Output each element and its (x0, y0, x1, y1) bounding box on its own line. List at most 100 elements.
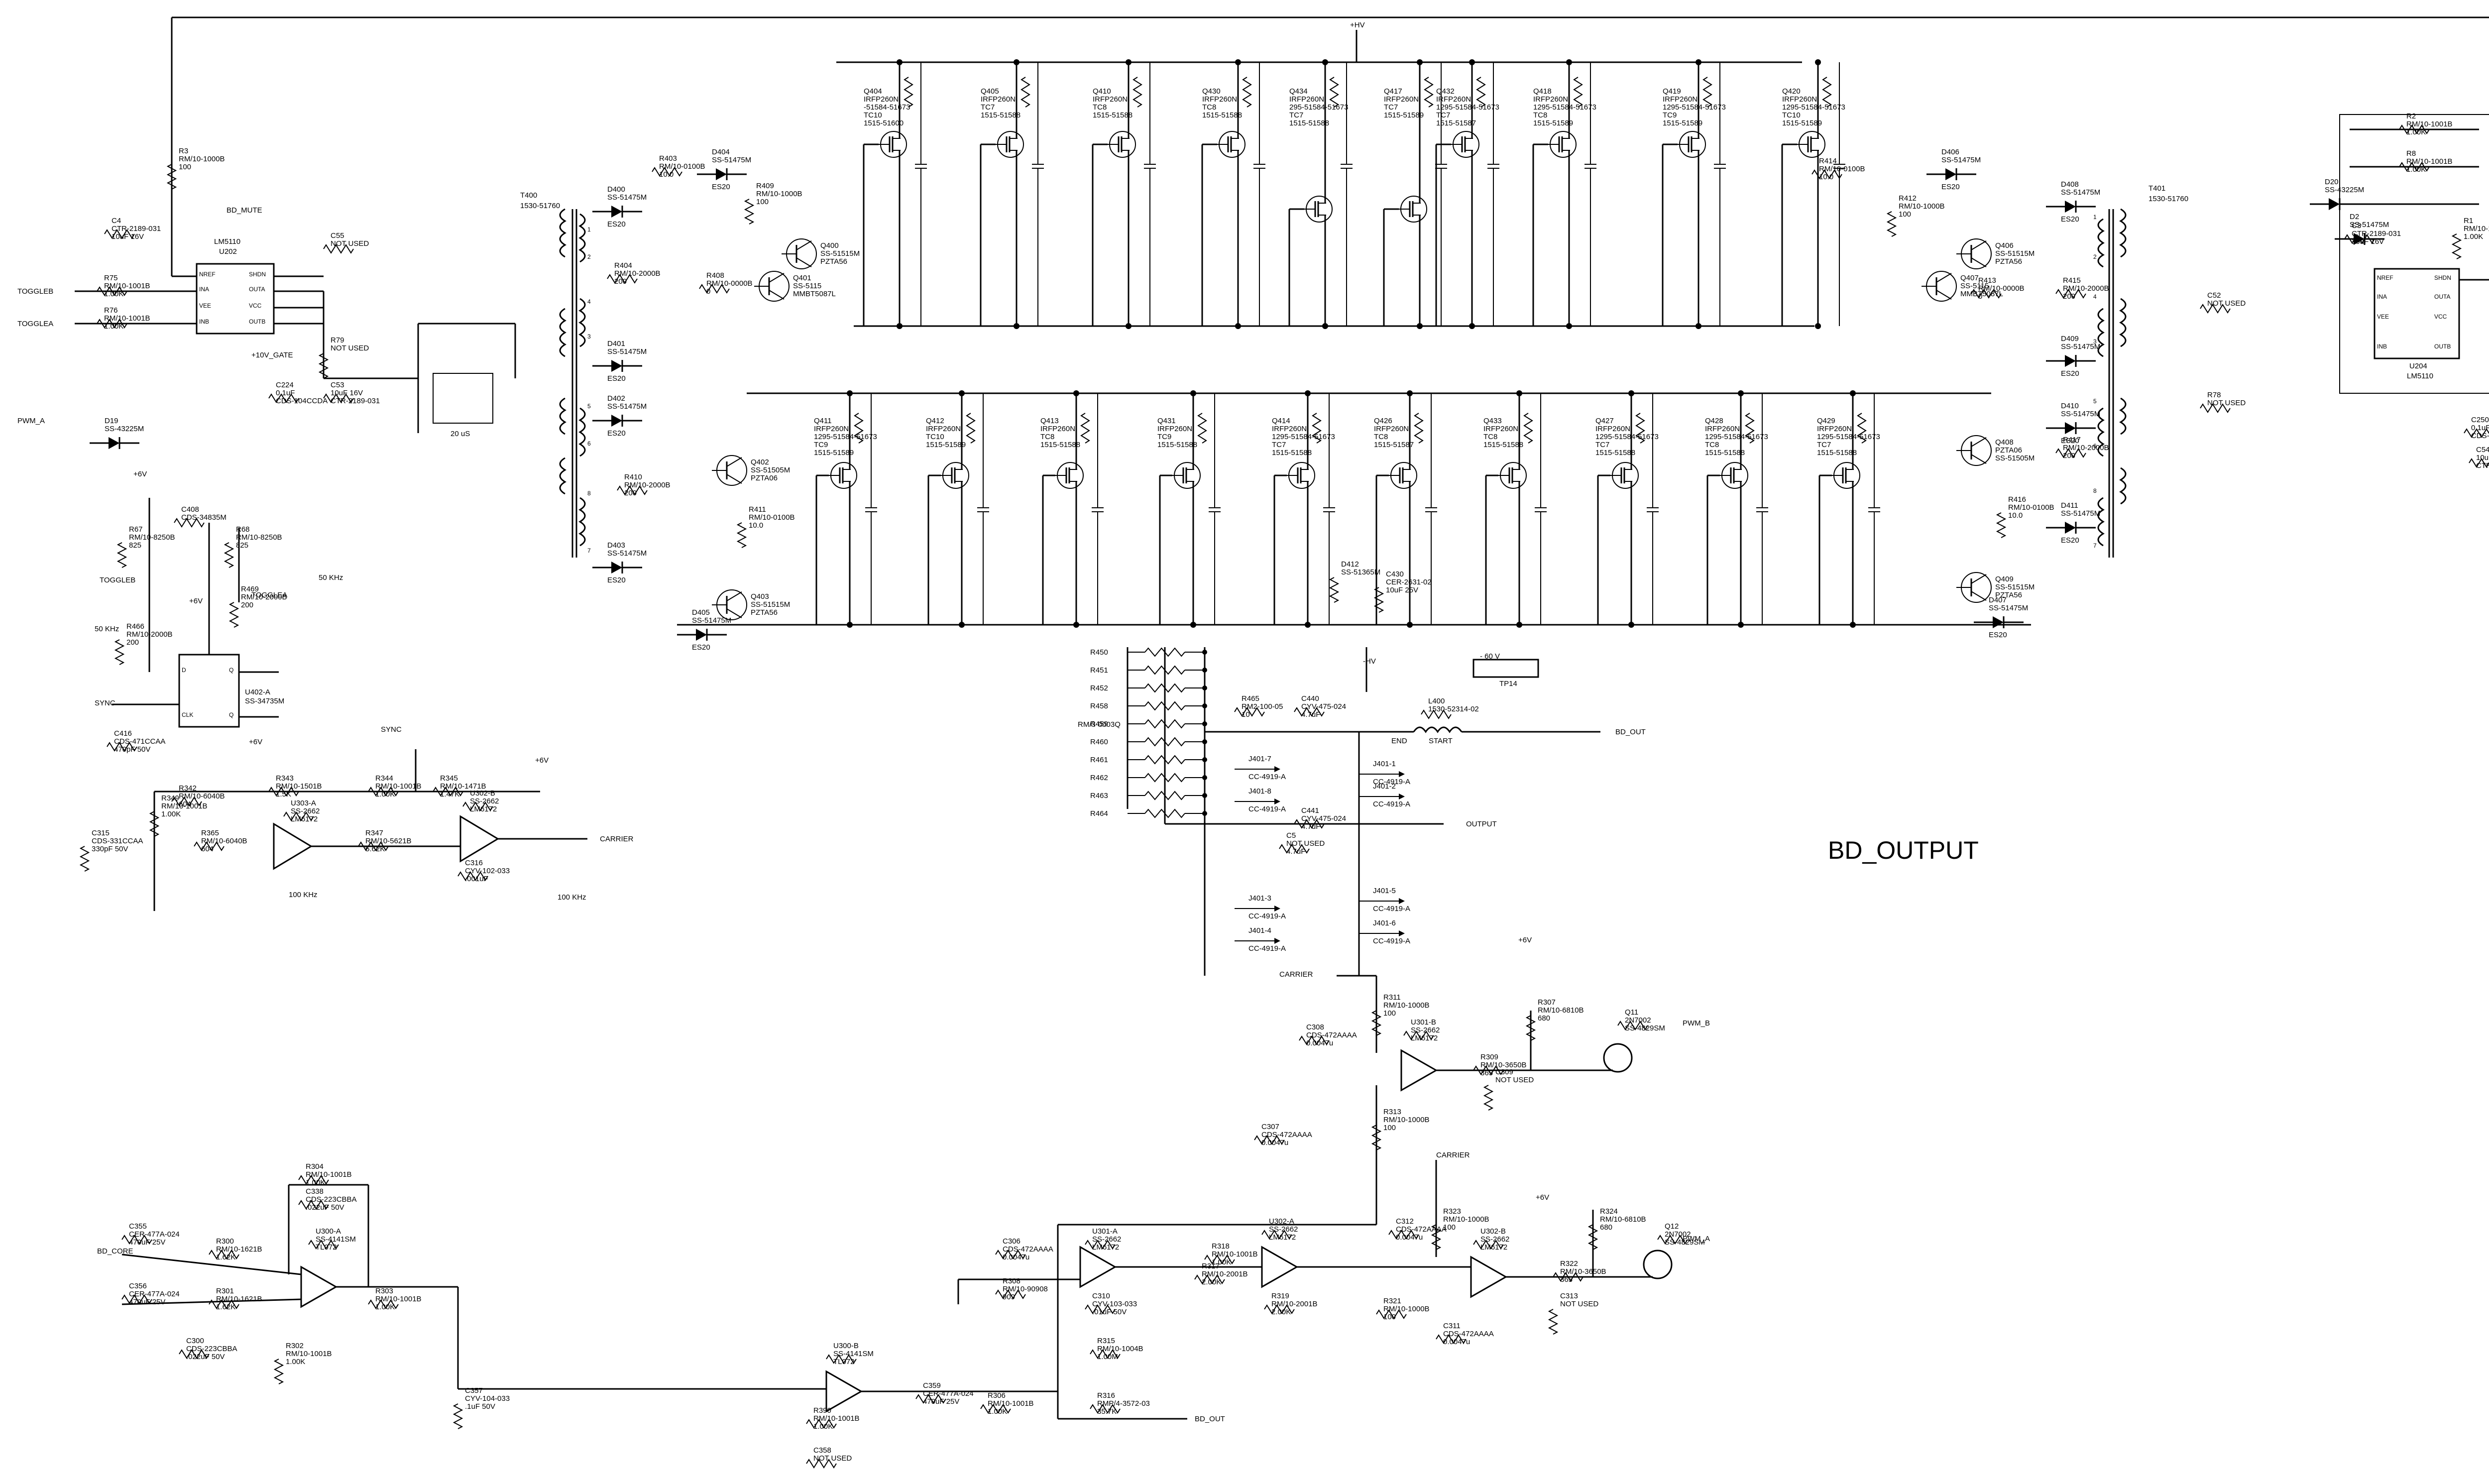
driver-q400 (782, 238, 817, 269)
rightparts-ref-3: R1 (2464, 217, 2473, 225)
rightparts-v2-2: 10uF 16V (2352, 237, 2384, 246)
audioparts-val-20: RM/10-1004B (1097, 1345, 1143, 1353)
audioparts-r315 (1090, 1349, 1121, 1359)
fet-top-p2-3: 1515-51588 (1202, 111, 1242, 119)
res-bank-ref-6: R461 (1090, 756, 1108, 764)
svg-text:5: 5 (2093, 398, 2097, 405)
mosfet-bottom-2 (1055, 462, 1084, 489)
bd-core-net: BD_CORE (97, 1247, 133, 1256)
fet-top-p1-4: 295-51584-51673 (1289, 103, 1348, 112)
cmpparts-r311 (1371, 1010, 1382, 1036)
fet-bot-p1-5: TC8 (1374, 433, 1388, 441)
fet-bot-p2-9: TC7 (1817, 441, 1831, 449)
diode-p1-13: SS-43225M (2325, 186, 2364, 194)
diode-ref-12: D19 (105, 417, 118, 425)
conn-ref-7: J401-6 (1373, 919, 1396, 927)
triparts-u302-b (462, 801, 493, 811)
oscparts-r67 (116, 542, 127, 568)
triparts-val-10: SS-2662 (470, 797, 499, 805)
gateparts-ref-8: R413 (1978, 276, 1996, 285)
gateparts-r412 (1886, 211, 1897, 237)
audioparts-u302-a (1261, 1230, 1292, 1240)
cmpparts-q12 (1657, 1235, 1688, 1245)
triparts-v2-0: 1.5K (276, 790, 291, 799)
pulse-width-label: 20 uS (451, 430, 470, 438)
svg-text:1: 1 (2093, 214, 2097, 221)
audioparts-c356 (121, 1294, 152, 1304)
diode-d402 (592, 415, 642, 427)
audioparts-r306 (980, 1404, 1011, 1414)
svg-text:NREF: NREF (199, 271, 216, 278)
fet-top-p1-0: -51584-51673 (864, 103, 910, 112)
diode-ref-8: D409 (2061, 335, 2079, 343)
gateparts-val-5: RM/10-0100B (749, 513, 795, 522)
oscparts-ref-2: R68 (236, 525, 250, 534)
gateparts-val-10: RM/10-2000B (2063, 444, 2109, 452)
mosfet-top-3 (1217, 131, 1245, 158)
fet-bot-ref-5: Q426 (1374, 417, 1392, 425)
cmpparts-ref-3: R307 (1538, 998, 1556, 1007)
cmpparts-v2-17: 100 (1383, 1313, 1396, 1321)
triparts-val-1: RM/10-1001B (375, 782, 422, 791)
conn-val-3: CC-4919-A (1373, 800, 1410, 808)
audioparts-r316 (1090, 1404, 1121, 1414)
cmpparts-val-1: CDS-472AAAA (1306, 1031, 1357, 1039)
fet-top-type-2: IRFP260N (1093, 95, 1128, 104)
audioparts-ref-24: U302-A (1269, 1217, 1294, 1226)
cmpparts-ref-4: R309 (1480, 1053, 1498, 1061)
rightparts-c52 (2200, 304, 2231, 314)
svg-text:VCC: VCC (2434, 313, 2447, 320)
conn-val-7: CC-4919-A (1373, 937, 1410, 945)
gateparts-val-3: RM/10-0000B (706, 279, 753, 288)
outparts-c441 (1294, 819, 1325, 829)
svg-text:INB: INB (2377, 343, 2387, 350)
fet-bot-p3-4: 1515-51588 (1272, 449, 1312, 457)
driver-p2-1: MMBT5087L (793, 290, 836, 298)
driver-q407 (1922, 271, 1957, 302)
driver-p1-6: PZTA06 (1995, 446, 2022, 455)
rightparts-v2-0: 1.00K (2406, 128, 2426, 136)
output-net: OUTPUT (1466, 820, 1497, 828)
audioparts-val-16: CDS-472AAAA (1003, 1245, 1053, 1254)
driver-p2-0: PZTA56 (820, 257, 847, 266)
fet-top-p1-3: TC8 (1202, 103, 1216, 112)
diode-d408 (2046, 201, 2096, 213)
svg-text:Q: Q (229, 711, 233, 718)
gateparts-v2-11: 10.0 (2008, 511, 2023, 520)
fet-bot-p1-6: TC8 (1483, 433, 1497, 441)
rightparts-val-6: 0.1uF (2471, 424, 2489, 432)
gateparts-ref-6: R414 (1819, 157, 1837, 165)
gateparts-v2-3: 0 (706, 287, 710, 296)
res-bank-ref-9: R464 (1090, 809, 1108, 818)
audioparts-ref-13: C358 (813, 1446, 831, 1455)
cmpparts-r324 (1587, 1224, 1598, 1250)
cmpparts-ref-9: R323 (1443, 1207, 1461, 1216)
audioparts-ref-2: U300-A (316, 1227, 341, 1236)
audioparts-r319 (1264, 1304, 1295, 1314)
diode-ref-14: D2 (2350, 213, 2359, 221)
leftparts-v2-0: 100 (179, 163, 191, 171)
triparts-r342 (171, 797, 202, 806)
diode-ref-3: D402 (607, 394, 625, 403)
t401-ref: T401 (2149, 184, 2165, 193)
leftparts-ref-4: C55 (331, 231, 344, 240)
cmpparts-ref-16: C311 (1443, 1322, 1461, 1330)
cmpparts-ref-6: Q11 (1625, 1008, 1638, 1017)
cmpparts-val-5: NOT USED (1495, 1076, 1534, 1084)
cmpparts-c308 (1299, 1035, 1330, 1045)
conn-ref-0: J401-7 (1248, 755, 1271, 763)
svg-text:OUTB: OUTB (2434, 343, 2451, 350)
audioparts-val-23: RM/10-1001B (1212, 1250, 1258, 1258)
mosfet-top-6 (1451, 131, 1479, 158)
rightparts-ref-2: C3 (2352, 222, 2361, 230)
diode-p2-7: ES20 (2061, 215, 2079, 224)
triparts-u303-a (283, 811, 314, 821)
transformer-t401: T401 1530-51760 12 43 56 87 (2093, 184, 2188, 558)
v6-ff2: +6V (249, 738, 262, 746)
audioparts-r302 (273, 1359, 284, 1384)
cmpparts-ref-7: C307 (1261, 1123, 1279, 1131)
fet-top-p3-6: 1515-51587 (1436, 119, 1476, 127)
cmpparts-v2-1: 0.0047u (1306, 1039, 1333, 1047)
fet-top-p2-8: TC9 (1663, 111, 1677, 119)
leftparts-r79 (318, 353, 329, 379)
